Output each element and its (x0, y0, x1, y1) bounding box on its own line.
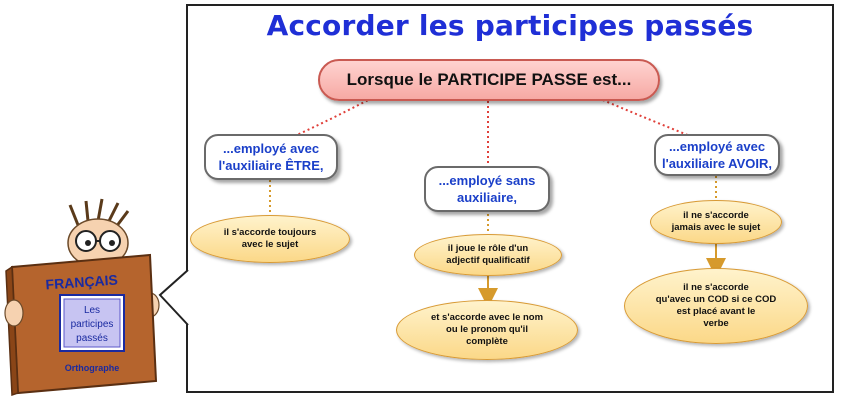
root-node: Lorsque le PARTICIPE PASSE est... (318, 59, 660, 101)
rule-sans-2-line2: ou le pronom qu'il (446, 324, 528, 335)
rule-avoir-2-line1: il ne s'accorde (683, 282, 749, 293)
rule-etre-accord-sujet: il s'accorde toujours avec le sujet (190, 215, 350, 263)
rule-sans-2-line1: et s'accorde avec le nom (430, 312, 544, 323)
branch-avoir-line2: l'auxiliaire AVOIR, (661, 156, 773, 171)
branch-sans-node: ...employé sans auxiliaire, (424, 166, 550, 212)
rule-avoir-2-line2: qu'avec un COD si ce COD (655, 294, 777, 305)
eye-right (109, 240, 115, 246)
rule-avoir-1-line2: jamais avec le sujet (671, 222, 761, 233)
reader-illustration: FRANÇAIS Les participes passés Orthograp… (0, 195, 195, 401)
speech-tail (158, 269, 189, 326)
rule-sans-1-line2: adjectif qualificatif (446, 255, 530, 266)
branch-etre-line1: ...employé avec (222, 141, 320, 156)
branch-etre-node: ...employé avec l'auxiliaire ÊTRE, (204, 134, 338, 180)
rule-avoir-2-line4: verbe (703, 318, 729, 329)
page-title: Accorder les participes passés (266, 9, 754, 42)
rule-sans-accord-nom: et s'accorde avec le nom ou le pronom qu… (396, 300, 578, 360)
hair (68, 198, 130, 228)
book-label-1: Les (84, 305, 100, 316)
rule-sans-adjectif: il joue le rôle d'un adjectif qualificat… (414, 234, 562, 276)
rule-etre-line2: avec le sujet (241, 239, 299, 250)
book-subtitle: Orthographe (65, 363, 120, 373)
branch-avoir-node: ...employé avec l'auxiliaire AVOIR, (654, 134, 780, 176)
rule-sans-2-line3: complète (466, 336, 508, 347)
book-title: FRANÇAIS (45, 272, 118, 293)
branch-sans-line1: ...employé sans (438, 173, 536, 188)
rule-avoir-jamais-sujet: il ne s'accorde jamais avec le sujet (650, 200, 782, 244)
hand-left (4, 299, 24, 327)
rule-avoir-accord-cod: il ne s'accorde qu'avec un COD si ce COD… (624, 268, 808, 344)
reader-drawing: FRANÇAIS Les participes passés Orthograp… (4, 198, 189, 397)
branch-sans-line2: auxiliaire, (457, 190, 517, 205)
eye-left (85, 240, 91, 246)
link-root-avoir (597, 97, 701, 141)
rule-avoir-1-line1: il ne s'accorde (683, 210, 749, 221)
root-label: Lorsque le PARTICIPE PASSE est... (346, 70, 632, 89)
book-spine (5, 265, 19, 397)
book-label-3: passés (76, 333, 108, 344)
rule-sans-1-line1: il joue le rôle d'un (447, 243, 529, 254)
rule-avoir-2-line3: est placé avant le (676, 306, 756, 317)
branch-avoir-line1: ...employé avec (668, 139, 766, 154)
book-label-2: participes (71, 319, 114, 330)
rule-etre-line1: il s'accorde toujours (223, 227, 317, 238)
branch-etre-line2: l'auxiliaire ÊTRE, (218, 158, 324, 173)
